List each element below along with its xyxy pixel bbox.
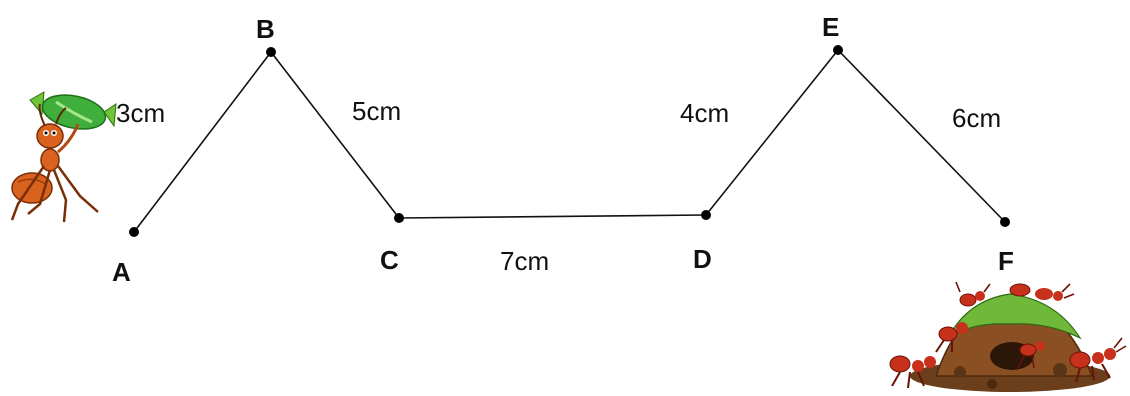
point-d — [701, 210, 711, 220]
anthill-icon — [889, 281, 1127, 392]
point-b-label: B — [256, 14, 275, 44]
point-f-label: F — [998, 246, 1014, 276]
segment-ef — [837, 49, 1006, 223]
length-cd-label: 7cm — [500, 246, 549, 276]
segment-cd — [398, 214, 707, 219]
point-c — [394, 213, 404, 223]
point-a — [129, 227, 139, 237]
length-bc-label: 5cm — [352, 96, 401, 126]
point-b — [266, 47, 276, 57]
length-ef-label: 6cm — [952, 103, 1001, 133]
length-de-label: 4cm — [680, 98, 729, 128]
point-d-label: D — [693, 244, 712, 274]
length-ab-label: 3cm — [116, 98, 165, 128]
segment-bc — [270, 51, 400, 219]
point-a-label: A — [112, 257, 131, 287]
ant-candy-icon — [10, 91, 117, 223]
point-f — [1000, 217, 1010, 227]
point-e-label: E — [822, 12, 839, 42]
point-c-label: C — [380, 245, 399, 275]
point-e — [833, 45, 843, 55]
segment-ab — [133, 51, 272, 233]
segment-de — [705, 49, 839, 216]
